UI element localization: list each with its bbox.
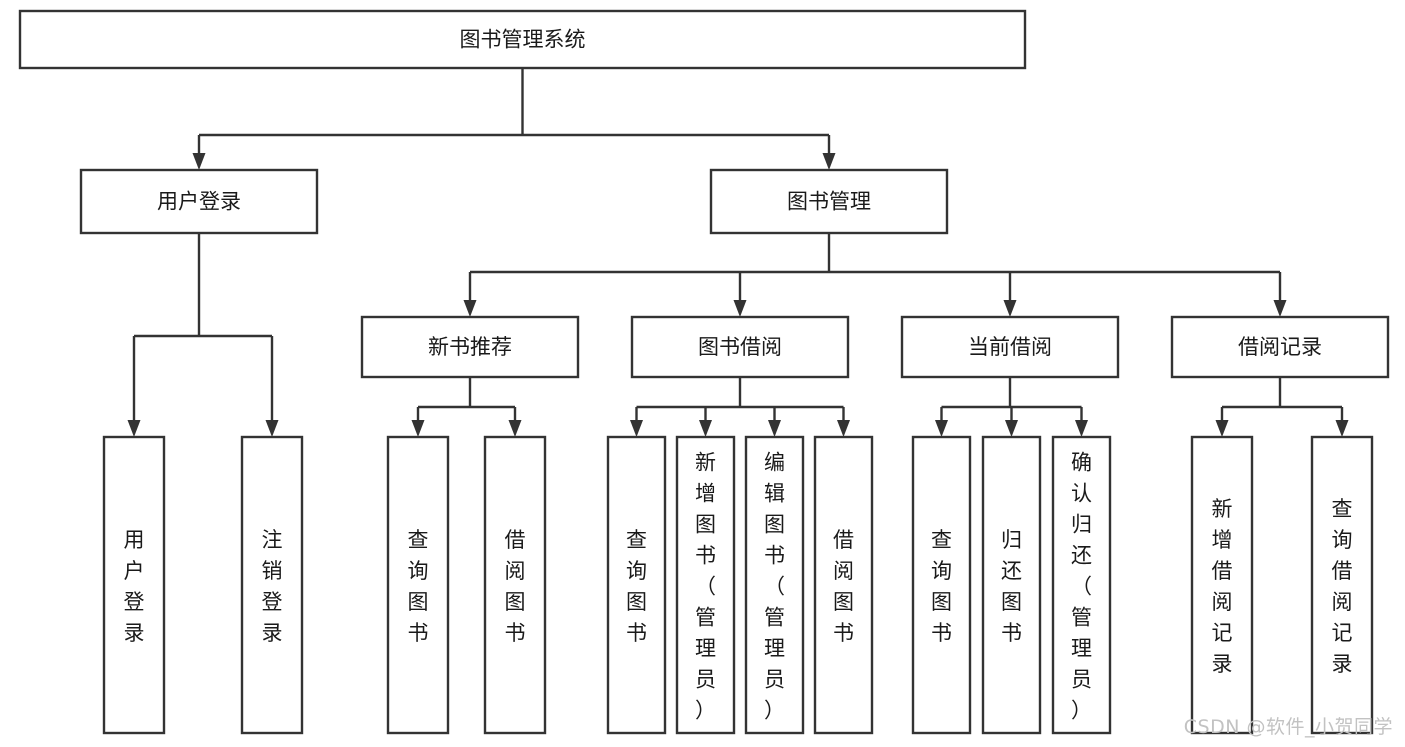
node-records[interactable]: 借阅记录 [1170,315,1390,379]
node-leaf_bor_do[interactable]: 借阅图书 [813,435,874,735]
edge-group-recommend [411,377,522,437]
node-leaf_bor_edit[interactable]: 编辑图书（管理员） [744,435,805,735]
node-recommend[interactable]: 新书推荐 [360,315,580,379]
node-leaf_cur_confirm[interactable]: 确认归还（管理员） [1051,435,1112,735]
node-label-leaf_cur_confirm: 确认归还（管理员） [1071,451,1092,723]
node-label-leaf_bor_query: 查询图书 [626,528,647,645]
node-label-leaf_user_login: 用户登录 [124,528,145,645]
arrow-head-icon [411,420,425,437]
node-root[interactable]: 图书管理系统 [18,9,1027,70]
node-box-recommend[interactable] [360,315,580,379]
arrow-head-icon [1005,420,1018,437]
node-box-leaf_user_login[interactable] [102,435,166,735]
node-label-current: 当前借阅 [968,335,1052,359]
edge-group-records [1215,377,1349,437]
arrow-head-icon [1215,420,1229,437]
arrow-head-icon [1003,300,1017,317]
node-manage[interactable]: 图书管理 [709,168,949,235]
node-label-leaf_bor_edit: 编辑图书（管理员） [764,451,785,723]
node-borrow[interactable]: 图书借阅 [630,315,850,379]
node-label-leaf_rec_search: 查询借阅记录 [1332,497,1353,676]
node-label-recommend: 新书推荐 [428,335,512,359]
arrow-head-icon [935,420,948,437]
node-box-leaf_bor_add[interactable] [675,435,736,735]
node-leaf_cur_query[interactable]: 查询图书 [911,435,972,735]
arrow-head-icon [1273,300,1287,317]
node-box-leaf_cur_return[interactable] [981,435,1042,735]
node-box-records[interactable] [1170,315,1390,379]
arrow-head-icon [768,420,781,437]
arrow-head-icon [630,420,643,437]
node-box-leaf_rec_add[interactable] [1190,435,1254,735]
node-login[interactable]: 用户登录 [79,168,319,235]
arrow-head-icon [699,420,712,437]
node-box-leaf_cur_query[interactable] [911,435,972,735]
node-leaf_bor_query[interactable]: 查询图书 [606,435,667,735]
node-leaf_rec_add[interactable]: 新增借阅记录 [1190,435,1254,735]
node-leaf_user_login[interactable]: 用户登录 [102,435,166,735]
edge-group-root [192,68,836,170]
node-label-leaf_rec_add: 新增借阅记录 [1212,497,1233,676]
node-leaf_cur_return[interactable]: 归还图书 [981,435,1042,735]
edge-group-login [127,233,279,437]
node-leaf_bor_add[interactable]: 新增图书（管理员） [675,435,736,735]
node-label-leaf_rec_query: 查询图书 [408,528,429,645]
arrow-head-icon [192,153,206,170]
node-label-borrow: 图书借阅 [698,335,782,359]
arrow-head-icon [1075,420,1088,437]
node-box-leaf_bor_edit[interactable] [744,435,805,735]
connector-layer [127,68,1349,437]
arrow-head-icon [822,153,836,170]
node-leaf_user_logout[interactable]: 注销登录 [240,435,304,735]
arrow-head-icon [265,420,279,437]
node-box-root[interactable] [18,9,1027,70]
node-label-root: 图书管理系统 [460,28,586,52]
node-label-leaf_bor_add: 新增图书（管理员） [695,451,716,723]
node-box-leaf_bor_do[interactable] [813,435,874,735]
node-box-leaf_rec_search[interactable] [1310,435,1374,735]
node-leaf_rec_query[interactable]: 查询图书 [386,435,450,735]
arrow-head-icon [127,420,141,437]
node-current[interactable]: 当前借阅 [900,315,1120,379]
node-label-manage: 图书管理 [787,190,871,214]
node-label-login: 用户登录 [157,190,241,214]
node-box-leaf_rec_borrow[interactable] [483,435,547,735]
arrow-head-icon [463,300,477,317]
node-box-manage[interactable] [709,168,949,235]
node-box-login[interactable] [79,168,319,235]
node-label-leaf_rec_borrow: 借阅图书 [505,528,526,645]
node-layer: 图书管理系统用户登录图书管理新书推荐图书借阅当前借阅借阅记录用户登录注销登录查询… [18,9,1390,735]
node-leaf_rec_borrow[interactable]: 借阅图书 [483,435,547,735]
node-box-leaf_bor_query[interactable] [606,435,667,735]
node-label-leaf_cur_return: 归还图书 [1001,528,1022,645]
arrow-head-icon [837,420,850,437]
edge-group-borrow [630,377,850,437]
node-box-leaf_rec_query[interactable] [386,435,450,735]
edge-group-current [935,377,1088,437]
node-leaf_rec_search[interactable]: 查询借阅记录 [1310,435,1374,735]
arrow-head-icon [1335,420,1349,437]
edge-group-manage [463,233,1287,317]
arrow-head-icon [508,420,522,437]
node-box-current[interactable] [900,315,1120,379]
node-label-leaf_cur_query: 查询图书 [931,528,952,645]
node-box-leaf_cur_confirm[interactable] [1051,435,1112,735]
node-box-leaf_user_logout[interactable] [240,435,304,735]
arrow-head-icon [733,300,747,317]
node-box-borrow[interactable] [630,315,850,379]
node-label-leaf_bor_do: 借阅图书 [833,528,854,645]
node-label-records: 借阅记录 [1238,335,1322,359]
node-label-leaf_user_logout: 注销登录 [262,528,283,645]
